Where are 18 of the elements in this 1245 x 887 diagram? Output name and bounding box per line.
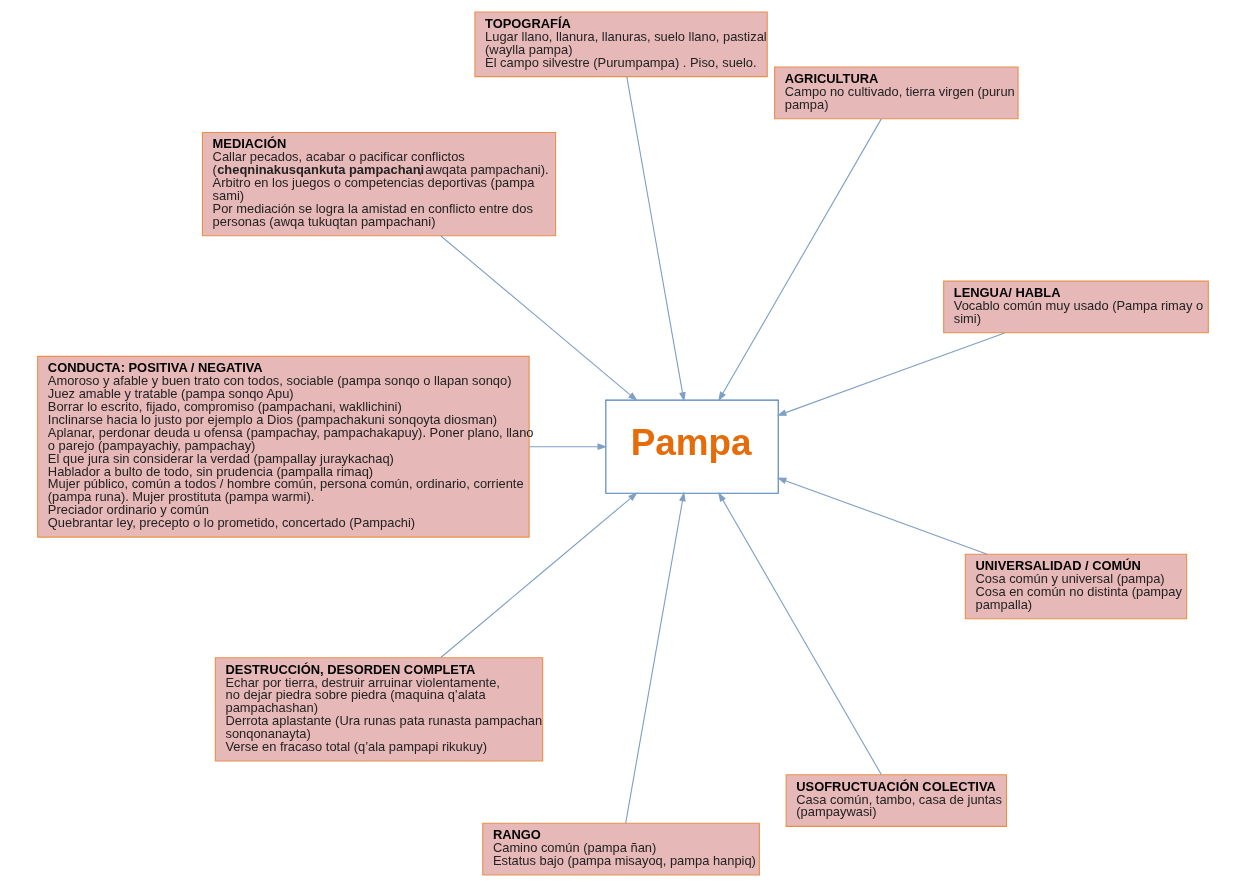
arrow xyxy=(776,332,1005,416)
node-box: RANGO Camino común (pampa ñan) Estatus bajo (pampa misayoq, pampa hanpiq) xyxy=(481,822,760,876)
arrow xyxy=(439,492,638,659)
arrow xyxy=(439,235,638,402)
node-box: Pampa xyxy=(604,399,779,494)
arrow xyxy=(776,477,988,555)
node-box: MEDIACIÓN Callar pecados, acabar o pacificar conflictos (cheqninakusqankuta pampachani, awqata pampachani). Arbitro en los juegos o competencias deportivas (pampa sami) Por mediación se logra la amistad en conflicto entre dos personas (awqa tukuqtan pampachani) xyxy=(201,131,556,237)
arrow xyxy=(624,491,686,824)
arrow xyxy=(717,118,882,402)
node-box: LENGUA/ HABLA Vocablo común muy usado (Pampa rimay o simi) xyxy=(942,280,1209,334)
arrow xyxy=(625,76,686,402)
node-box: DESTRUCCIÓN, DESORDEN COMPLETA Echar por tierra, destruir arruinar violentamente, no dejar piedra sobre piedra (maquina q’alata pampachashan) Derrota aplastante (Ura runas pata runasta pampachan sonqonanayta) Verse en fracaso total (q’ala pampapi rikukuy) xyxy=(214,657,543,762)
arrow xyxy=(717,492,882,776)
node-box: TOPOGRAFÍA Lugar llano, llanura, llanuras, suelo llano, pastizal (waylla pampa) El campo silvestre (Purumpampa) . Piso, suelo. xyxy=(473,11,768,78)
node-box: USOFRUCTUACIÓN COLECTIVA Casa común, tambo, casa de juntas (pampaywasi) xyxy=(785,774,1007,827)
node-box: AGRICULTURA Campo no cultivado, tierra virgen (purun pampa) xyxy=(773,66,1019,120)
arrow xyxy=(528,443,607,451)
node-box: UNIVERSALIDAD / COMÚN Cosa común y universal (pampa) Cosa en común no distinta (pampay pampalla) xyxy=(964,553,1187,620)
